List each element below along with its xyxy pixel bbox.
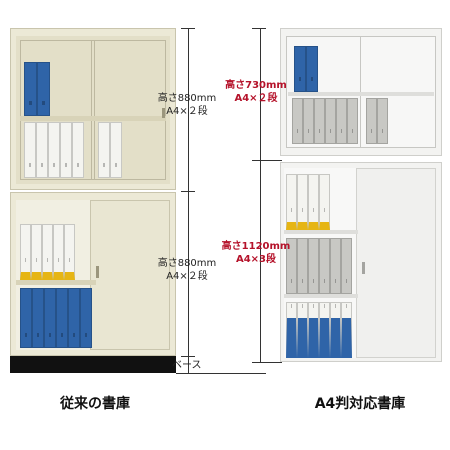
binder [37, 62, 50, 116]
binder [297, 238, 308, 294]
base-label: ベース [172, 360, 202, 371]
left-upper-shelf [20, 116, 166, 121]
binder [341, 238, 352, 294]
dimension-tick [181, 356, 195, 357]
binder [44, 288, 56, 348]
binder [20, 288, 32, 348]
binder [314, 98, 325, 144]
binder [341, 302, 352, 358]
binder [80, 288, 92, 348]
left-upper-glass-door-right [91, 40, 166, 180]
binder [48, 122, 60, 178]
binder [297, 302, 308, 358]
right-lower-sliding-door [356, 168, 436, 358]
left-dimension-line [188, 28, 189, 373]
binder [319, 174, 330, 230]
left-upper-handle [162, 108, 165, 118]
binder [53, 224, 64, 280]
left-upper-capacity-label: A4×２段 [166, 106, 208, 117]
dimension-tick [181, 28, 195, 29]
binder [56, 288, 68, 348]
binder [31, 224, 42, 280]
binder [336, 98, 347, 144]
binder [286, 174, 297, 230]
binder [294, 46, 306, 92]
left-caption: 従来の書庫 [60, 396, 130, 412]
baseline [176, 373, 266, 374]
right-lower-door-handle [362, 262, 365, 274]
right-dimension-line [260, 28, 261, 362]
left-cabinet-illustration [10, 28, 176, 373]
left-lower-sliding-door [90, 200, 170, 350]
left-upper-glass-door-left [20, 40, 95, 180]
binder [330, 238, 341, 294]
right-caption: A4判対応書庫 [314, 396, 406, 412]
dimension-tick [252, 28, 266, 29]
right-upper-shelf [288, 92, 434, 96]
right-lower-capacity-label: A4×3段 [235, 254, 277, 265]
binder [330, 302, 341, 358]
binder [36, 122, 48, 178]
left-lower-door-handle [96, 266, 99, 278]
right-lower-height-label: 高さ1120mm [221, 241, 291, 252]
binder [325, 98, 336, 144]
binder [366, 98, 377, 144]
right-upper-height-label: 高さ730mm [225, 80, 287, 91]
binder [42, 224, 53, 280]
left-lower-height-label: 高さ880mm [157, 258, 217, 269]
left-cabinet-base [10, 356, 176, 373]
binder [110, 122, 122, 178]
binder [308, 302, 319, 358]
binder [303, 98, 314, 144]
left-lower-shelf [16, 280, 96, 285]
binder [60, 122, 72, 178]
dimension-tick [252, 160, 282, 161]
binder [20, 224, 31, 280]
binder [286, 238, 297, 294]
dimension-tick [181, 191, 195, 192]
left-lower-capacity-label: A4×２段 [166, 271, 208, 282]
binder [297, 174, 308, 230]
right-upper-capacity-label: A4×２段 [234, 93, 278, 104]
binder [24, 122, 36, 178]
right-lower-shelf-2 [284, 294, 358, 298]
binder [377, 98, 388, 144]
binder [286, 302, 297, 358]
left-upper-height-label: 高さ880mm [157, 93, 217, 104]
binder [64, 224, 75, 280]
binder [32, 288, 44, 348]
binder [319, 302, 330, 358]
binder [98, 122, 110, 178]
dimension-tick [252, 362, 282, 363]
binder [308, 174, 319, 230]
right-lower-shelf-1 [284, 230, 358, 234]
binder [319, 238, 330, 294]
binder [308, 238, 319, 294]
right-cabinet-illustration [280, 28, 442, 362]
binder [292, 98, 303, 144]
binder [347, 98, 358, 144]
binder [306, 46, 318, 92]
binder [24, 62, 37, 116]
binder [68, 288, 80, 348]
binder [72, 122, 84, 178]
